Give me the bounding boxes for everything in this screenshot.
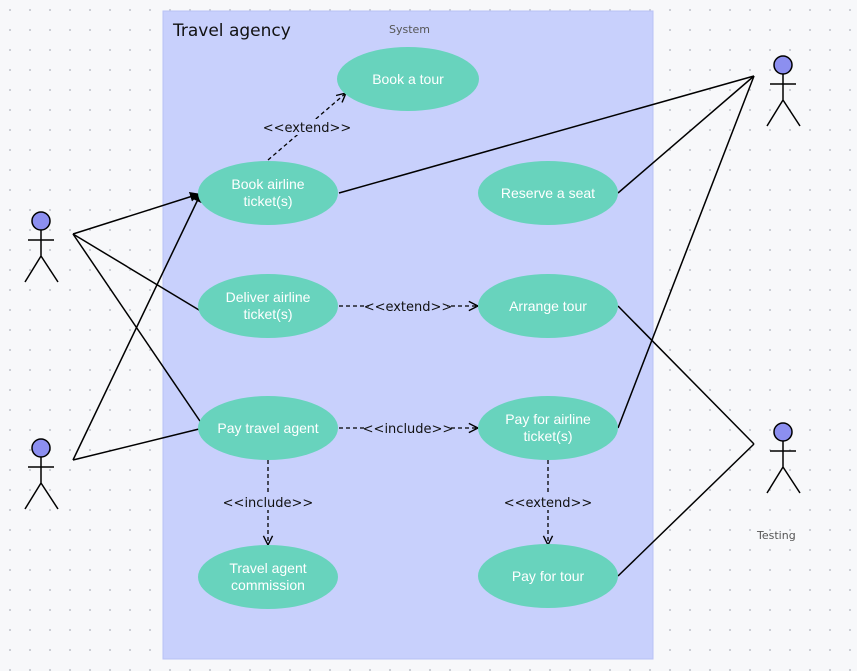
actor-head-icon [31,438,51,458]
stick-figure-icon [24,457,59,510]
actor-label: Testing [756,529,796,542]
use-case-label: Book airline [231,176,304,192]
relationship-labels: <<extend>> <<extend>> <<include>> <<incl… [223,119,593,511]
assoc-left-top-pay-agent [72,233,205,428]
actor-head-icon [31,211,51,231]
relationship-label: <<include>> [223,496,314,511]
assoc-top-right-book-airline [338,75,755,194]
use-case-book-tour[interactable]: Book a tour [337,47,479,111]
actor-head-icon [773,55,793,75]
relationship-label: <<extend>> [504,496,593,511]
use-case-label: ticket(s) [244,306,293,322]
use-case-label: Travel agent [229,560,306,576]
use-case-label: ticket(s) [244,193,293,209]
system-title: Travel agency [172,21,291,41]
actor-right-bottom[interactable]: Testing [756,422,801,542]
use-case-pay-travel-agent[interactable]: Pay travel agent [198,396,338,460]
assoc-left-top-book-airline [72,191,200,235]
stick-figure-icon [766,441,801,494]
actor-top-right[interactable] [766,55,801,127]
stick-figure-icon [24,230,59,283]
system-label: System [389,23,430,36]
use-case-label: Arrange tour [509,298,587,314]
use-case-book-airline-tickets[interactable]: Book airline ticket(s) [198,161,338,225]
relationship-label: <<extend>> [263,121,352,136]
use-case-label: Pay for tour [512,568,585,584]
actor-head-icon [773,422,793,442]
use-case-reserve-seat[interactable]: Reserve a seat [478,161,618,225]
actor-left-top[interactable] [24,211,59,283]
use-case-pay-for-tour[interactable]: Pay for tour [478,544,618,608]
use-case-label: ticket(s) [524,428,573,444]
association-lines [72,75,755,577]
assoc-left-bottom-pay-agent [72,428,200,461]
use-case-label: Pay for airline [505,411,591,427]
use-case-pay-for-airline-tickets[interactable]: Pay for airline ticket(s) [478,396,618,460]
use-case-deliver-airline-tickets[interactable]: Deliver airline ticket(s) [198,274,338,338]
assoc-left-bottom-book-airline [72,192,202,461]
use-case-travel-agent-commission[interactable]: Travel agent commission [198,545,338,609]
assoc-testing-arrange-tour [617,305,755,445]
assoc-testing-pay-tour [617,443,755,577]
relationship-label: <<include>> [363,422,454,437]
assoc-top-right-pay-airline [617,75,755,429]
relationship-label: <<extend>> [364,300,453,315]
use-case-arrange-tour[interactable]: Arrange tour [478,274,618,338]
use-case-label: Book a tour [372,71,444,87]
use-case-label: Deliver airline [226,289,311,305]
use-case-label: Reserve a seat [501,185,595,201]
assoc-top-right-reserve-seat [617,75,755,194]
use-case-label: commission [231,577,305,593]
use-case-label: Pay travel agent [217,420,318,436]
actor-left-bottom[interactable] [24,438,59,510]
stick-figure-icon [766,74,801,127]
assoc-left-top-deliver [72,233,205,314]
